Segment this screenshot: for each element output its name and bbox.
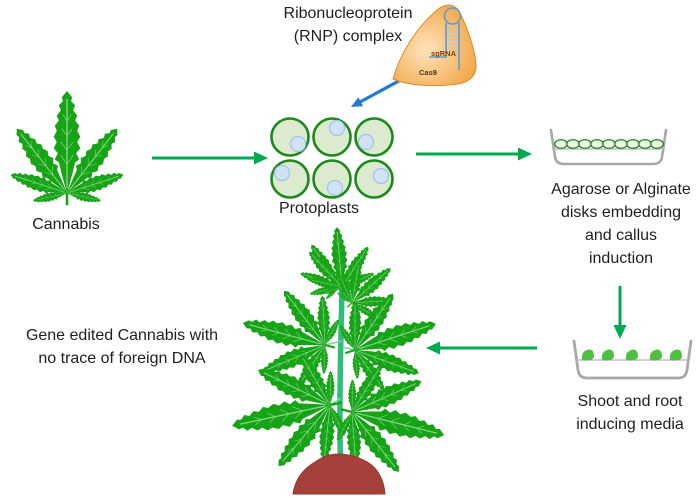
rnp-title-line1: Ribonucleoprotein xyxy=(283,5,413,22)
shoots xyxy=(581,349,683,361)
agarose-label-line3: and callus xyxy=(584,227,658,244)
agarose-label-line2: disks embedding xyxy=(560,204,682,221)
protoplast-nuclei xyxy=(273,119,390,197)
arrow-agarose-to-shoot xyxy=(613,286,627,339)
soil-mound xyxy=(292,453,386,495)
shoot-label: Shoot and root inducing media xyxy=(576,390,684,436)
gene-edited-label: Gene edited Cannabis with no trace of fo… xyxy=(26,324,218,370)
gene-edited-label-line2: no trace of foreign DNA xyxy=(38,350,206,367)
arrow-shoot-to-plant xyxy=(426,341,537,355)
rnp-title: Ribonucleoprotein (RNP) complex xyxy=(284,2,413,48)
sgrna-hairpin-icon xyxy=(429,7,462,70)
agarose-dish-icon xyxy=(549,128,668,166)
shoot-dish-icon xyxy=(572,339,693,380)
arrow-cannabis-to-protoplasts xyxy=(152,151,268,165)
protoplasts-icon xyxy=(270,117,394,199)
plant-icon xyxy=(220,224,457,495)
agarose-label-line1: Agarose or Alginate xyxy=(551,181,691,198)
sgrna-label: sgRNA xyxy=(431,49,457,58)
agarose-disks xyxy=(554,138,665,149)
rnp-complex-icon xyxy=(392,4,477,87)
agarose-label-line4: induction xyxy=(588,250,654,267)
arrow-protoplasts-to-agarose xyxy=(416,147,532,161)
cannabis-label: Cannabis xyxy=(32,216,100,233)
cas9-label: Cas9 xyxy=(419,68,437,77)
agarose-label: Agarose or Alginate disks embedding and … xyxy=(551,178,691,270)
protoplasts-label: Protoplasts xyxy=(278,200,360,217)
shoot-label-line2: inducing media xyxy=(576,416,684,433)
shoot-label-line1: Shoot and root xyxy=(577,393,683,410)
rnp-title-line2: (RNP) complex xyxy=(293,28,403,45)
gene-edited-label-line1: Gene edited Cannabis with xyxy=(25,327,219,344)
cannabis-leaf-icon xyxy=(8,91,125,205)
